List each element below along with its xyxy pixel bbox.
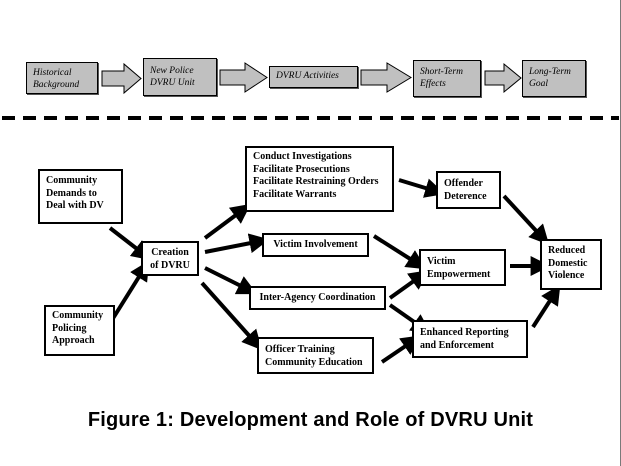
flow-step-dvru-activities[interactable]: DVRU Activities (269, 66, 358, 88)
flow-step-historical-background[interactable]: Historical Background (26, 62, 98, 94)
node-community-policing-approach[interactable]: Community Policing Approach (44, 305, 115, 356)
node-line: Facilitate Restraining Orders (253, 176, 379, 187)
node-line: Community (46, 175, 98, 186)
arrow-activities-to-offender-deterence (398, 178, 446, 198)
arrow-offender-to-reduced-dv (502, 194, 550, 245)
node-community-demands[interactable]: Community Demands to Deal with DV (38, 169, 123, 224)
node-dvru-activities-list[interactable]: Conduct Investigations Facilitate Prosec… (245, 146, 394, 212)
flow-step-line: Historical (33, 68, 72, 78)
node-line: Creation (151, 247, 189, 258)
node-line: Community Education (265, 356, 363, 368)
arrow-shortterm-to-longterm (484, 62, 522, 94)
node-line: Facilitate Prosecutions (253, 163, 350, 175)
node-line: Deal with DV (46, 200, 104, 211)
figure-caption: Figure 1: Development and Role of DVRU U… (87, 409, 534, 431)
arrow-policing-to-creation (110, 260, 150, 322)
arrow-activities-to-shortterm (360, 62, 412, 93)
node-line: Officer Training (265, 344, 335, 355)
node-line: of DVRU (150, 259, 190, 271)
node-line: Empowerment (427, 268, 491, 280)
arrow-officer-training-to-enhanced-reporting (380, 335, 422, 364)
flow-step-line: Long-Term (529, 67, 571, 77)
arrow-newpolice-to-activities (219, 62, 268, 93)
arrow-creation-to-interagency (204, 266, 258, 295)
node-line: Demands to (46, 187, 97, 199)
node-line: Domestic (548, 257, 588, 269)
flow-step-line: Effects (420, 79, 446, 89)
arrow-creation-to-officer-training (200, 281, 263, 351)
node-line: Conduct Investigations (253, 151, 352, 162)
node-line: Victim (427, 256, 456, 267)
arrow-creation-to-victim-involvement (204, 233, 270, 254)
node-line: Violence (548, 270, 585, 281)
flow-step-line: DVRU Unit (150, 78, 195, 88)
node-line: Facilitate Warrants (253, 188, 337, 200)
flow-step-line: Background (33, 80, 80, 90)
flow-step-line: New Police (150, 66, 194, 76)
arrow-interagency-to-empowerment (388, 270, 430, 300)
node-offender-deterence[interactable]: Offender Deterence (436, 171, 501, 209)
flow-step-line: DVRU Activities (276, 71, 339, 81)
flow-step-long-term-goal[interactable]: Long-Term Goal (522, 60, 586, 97)
arrow-enhanced-reporting-to-reduced-dv (531, 284, 561, 329)
node-line: Community (52, 310, 104, 321)
flow-step-line: Short-Term (420, 67, 463, 77)
node-enhanced-reporting[interactable]: Enhanced Reporting and Enforcement (412, 320, 528, 358)
arrow-historical-to-newpolice (101, 62, 142, 95)
node-reduced-domestic-violence[interactable]: Reduced Domestic Violence (540, 239, 602, 290)
node-creation-of-dvru[interactable]: Creation of DVRU (141, 241, 199, 276)
node-officer-training[interactable]: Officer Training Community Education (257, 337, 374, 374)
node-inter-agency-coordination[interactable]: Inter-Agency Coordination (249, 286, 386, 310)
flow-step-new-police-dvru-unit[interactable]: New Police DVRU Unit (143, 58, 217, 96)
node-victim-empowerment[interactable]: Victim Empowerment (419, 249, 506, 286)
arrow-demands-to-creation (108, 226, 152, 261)
node-line: and Enforcement (420, 339, 494, 351)
node-line: Inter-Agency Coordination (259, 292, 376, 303)
arrow-creation-to-activities (203, 203, 251, 240)
node-line: Reduced (548, 245, 586, 256)
node-line: Policing (52, 322, 87, 334)
node-line: Victim Involvement (273, 239, 358, 250)
node-victim-involvement[interactable]: Victim Involvement (262, 233, 369, 257)
arrow-victim-involvement-to-empowerment (372, 234, 427, 270)
flow-step-short-term-effects[interactable]: Short-Term Effects (413, 60, 481, 97)
node-line: Approach (52, 335, 95, 346)
node-line: Deterence (444, 190, 487, 202)
node-line: Offender (444, 178, 483, 189)
node-line: Enhanced Reporting (420, 327, 509, 338)
flow-step-line: Goal (529, 79, 548, 89)
